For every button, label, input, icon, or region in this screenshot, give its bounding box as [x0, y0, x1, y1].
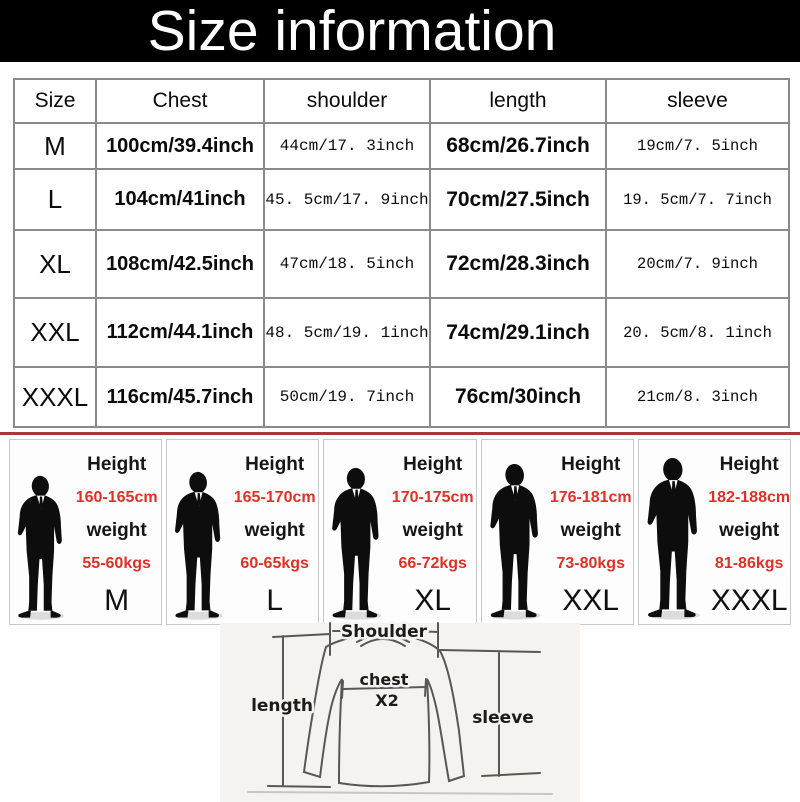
shirt-collar-rib [360, 638, 406, 647]
table-row: XXL 112cm/44.1inch 48. 5cm/19. 1inch 74c… [13, 297, 790, 368]
fit-panel-xxl: Height 176-181cm weight 73-80kgs XXL [480, 439, 634, 625]
fit-panel-xxxl: Height 182-188cm weight 81-86kgs XXXL [637, 439, 792, 625]
column-header-size: Size [13, 78, 97, 124]
fit-panel-text: Height 165-170cm weight 60-65kgs L [231, 440, 318, 624]
cell-chest: 112cm/44.1inch [95, 297, 265, 368]
weight-range: 66-72kgs [398, 555, 467, 572]
height-label: Height [87, 454, 147, 475]
suit-man-silhouette-icon [175, 471, 224, 620]
height-label: Height [561, 454, 621, 475]
cell-chest: 104cm/41inch [95, 168, 265, 231]
fit-panel-text: Height 160-165cm weight 55-60kgs M [72, 440, 161, 624]
table-row: XXXL 116cm/45.7inch 50cm/19. 7inch 76cm/… [13, 366, 790, 428]
table-row: L 104cm/41inch 45. 5cm/17. 9inch 70cm/27… [13, 168, 790, 231]
height-label: Height [719, 454, 779, 475]
cell-shoulder: 48. 5cm/19. 1inch [263, 297, 431, 368]
shoulder-line [329, 622, 541, 658]
table-row: M 100cm/39.4inch 44cm/17. 3inch 68cm/26.… [13, 122, 790, 170]
suit-man-silhouette-icon [647, 457, 700, 620]
sketch-background [220, 623, 580, 802]
shirt-measurement-diagram: Shoulder length chest X2 sleeve [220, 620, 580, 802]
page-title: Size information [147, 0, 557, 63]
table-row: XL 108cm/42.5inch 47cm/18. 5inch 72cm/28… [13, 229, 790, 299]
cell-shoulder: 44cm/17. 3inch [263, 122, 431, 170]
column-header-chest: Chest [95, 78, 265, 124]
weight-range: 60-65kgs [240, 555, 309, 572]
cell-size: M [13, 122, 97, 170]
height-range: 160-165cm [75, 489, 158, 506]
fit-panel-l: Height 165-170cm weight 60-65kgs L [166, 439, 320, 625]
weight-range: 81-86kgs [714, 555, 784, 572]
cell-size: XL [13, 229, 97, 299]
cell-size: L [13, 168, 97, 231]
fit-panel-text: Height 176-181cm weight 73-80kgs XXL [549, 440, 633, 624]
weight-range: 55-60kgs [82, 555, 151, 572]
cell-sleeve: 20. 5cm/8. 1inch [605, 297, 790, 368]
ground-line [247, 791, 553, 795]
column-header-shoulder: shoulder [263, 78, 431, 124]
sleeve-line [481, 652, 541, 777]
suit-man-silhouette-icon [17, 475, 65, 620]
cell-length: 72cm/28.3inch [429, 229, 607, 299]
cell-length: 74cm/29.1inch [429, 297, 607, 368]
cell-length: 68cm/26.7inch [429, 122, 607, 170]
table-header-row: Size Chest shoulder length sleeve [13, 78, 790, 124]
weight-label: weight [244, 520, 305, 541]
shirt-outline [302, 628, 466, 788]
cell-sleeve: 20cm/7. 9inch [605, 229, 790, 299]
shoulder-label: Shoulder [341, 622, 428, 642]
cell-size: XXXL [13, 366, 97, 428]
cell-shoulder: 47cm/18. 5inch [263, 229, 431, 299]
cell-length: 70cm/27.5inch [429, 168, 607, 231]
sleeve-label: sleeve [472, 708, 534, 728]
cell-chest: 100cm/39.4inch [95, 122, 265, 170]
height-range: 165-170cm [233, 489, 316, 506]
cell-length: 76cm/30inch [429, 366, 607, 428]
chest-label: chest [360, 670, 409, 689]
shirt-collar [356, 633, 410, 643]
cell-chest: 108cm/42.5inch [95, 229, 265, 299]
panel-size-label: L [266, 584, 284, 617]
fit-panel-text: Height 182-188cm weight 81-86kgs XXXL [708, 440, 790, 624]
suit-man-silhouette-icon [489, 463, 541, 620]
height-label: Height [245, 454, 305, 475]
cell-shoulder: 50cm/19. 7inch [263, 366, 431, 428]
cell-sleeve: 21cm/8. 3inch [605, 366, 790, 428]
height-range: 170-175cm [391, 489, 474, 506]
fit-panel-text: Height 170-175cm weight 66-72kgs XL [390, 440, 476, 624]
cell-chest: 116cm/45.7inch [95, 366, 265, 428]
length-line [267, 633, 331, 788]
panel-size-label: XXL [562, 584, 620, 617]
red-divider [0, 432, 800, 435]
fit-panel-xl: Height 170-175cm weight 66-72kgs XL [323, 439, 477, 625]
cell-shoulder: 45. 5cm/17. 9inch [263, 168, 431, 231]
measurement-diagram-section: Shoulder length chest X2 sleeve [0, 620, 800, 802]
column-header-length: length [429, 78, 607, 124]
title-banner: Size information [0, 0, 800, 62]
panel-size-label: M [104, 584, 130, 617]
cell-size: XXL [13, 297, 97, 368]
weight-label: weight [560, 520, 621, 541]
panel-size-label: XXXL [710, 584, 788, 617]
column-header-sleeve: sleeve [605, 78, 790, 124]
suit-man-silhouette-icon [332, 467, 382, 620]
weight-label: weight [86, 520, 147, 541]
height-range: 182-188cm [708, 489, 791, 506]
height-range: 176-181cm [549, 489, 632, 506]
weight-label: weight [402, 520, 463, 541]
height-label: Height [403, 454, 463, 475]
fit-panel-m: Height 160-165cm weight 55-60kgs M [9, 439, 163, 625]
cell-sleeve: 19cm/7. 5inch [605, 122, 790, 170]
weight-label: weight [719, 520, 780, 541]
weight-range: 73-80kgs [556, 555, 625, 572]
length-label: length [251, 696, 313, 716]
cell-sleeve: 19. 5cm/7. 7inch [605, 168, 790, 231]
chest-line [341, 678, 427, 699]
fit-guide: Height 160-165cm weight 55-60kgs M Heigh… [0, 439, 800, 625]
chest-x2-label: X2 [375, 691, 398, 710]
panel-size-label: XL [414, 584, 452, 617]
size-chart-table: Size Chest shoulder length sleeve M 100c… [13, 78, 790, 428]
